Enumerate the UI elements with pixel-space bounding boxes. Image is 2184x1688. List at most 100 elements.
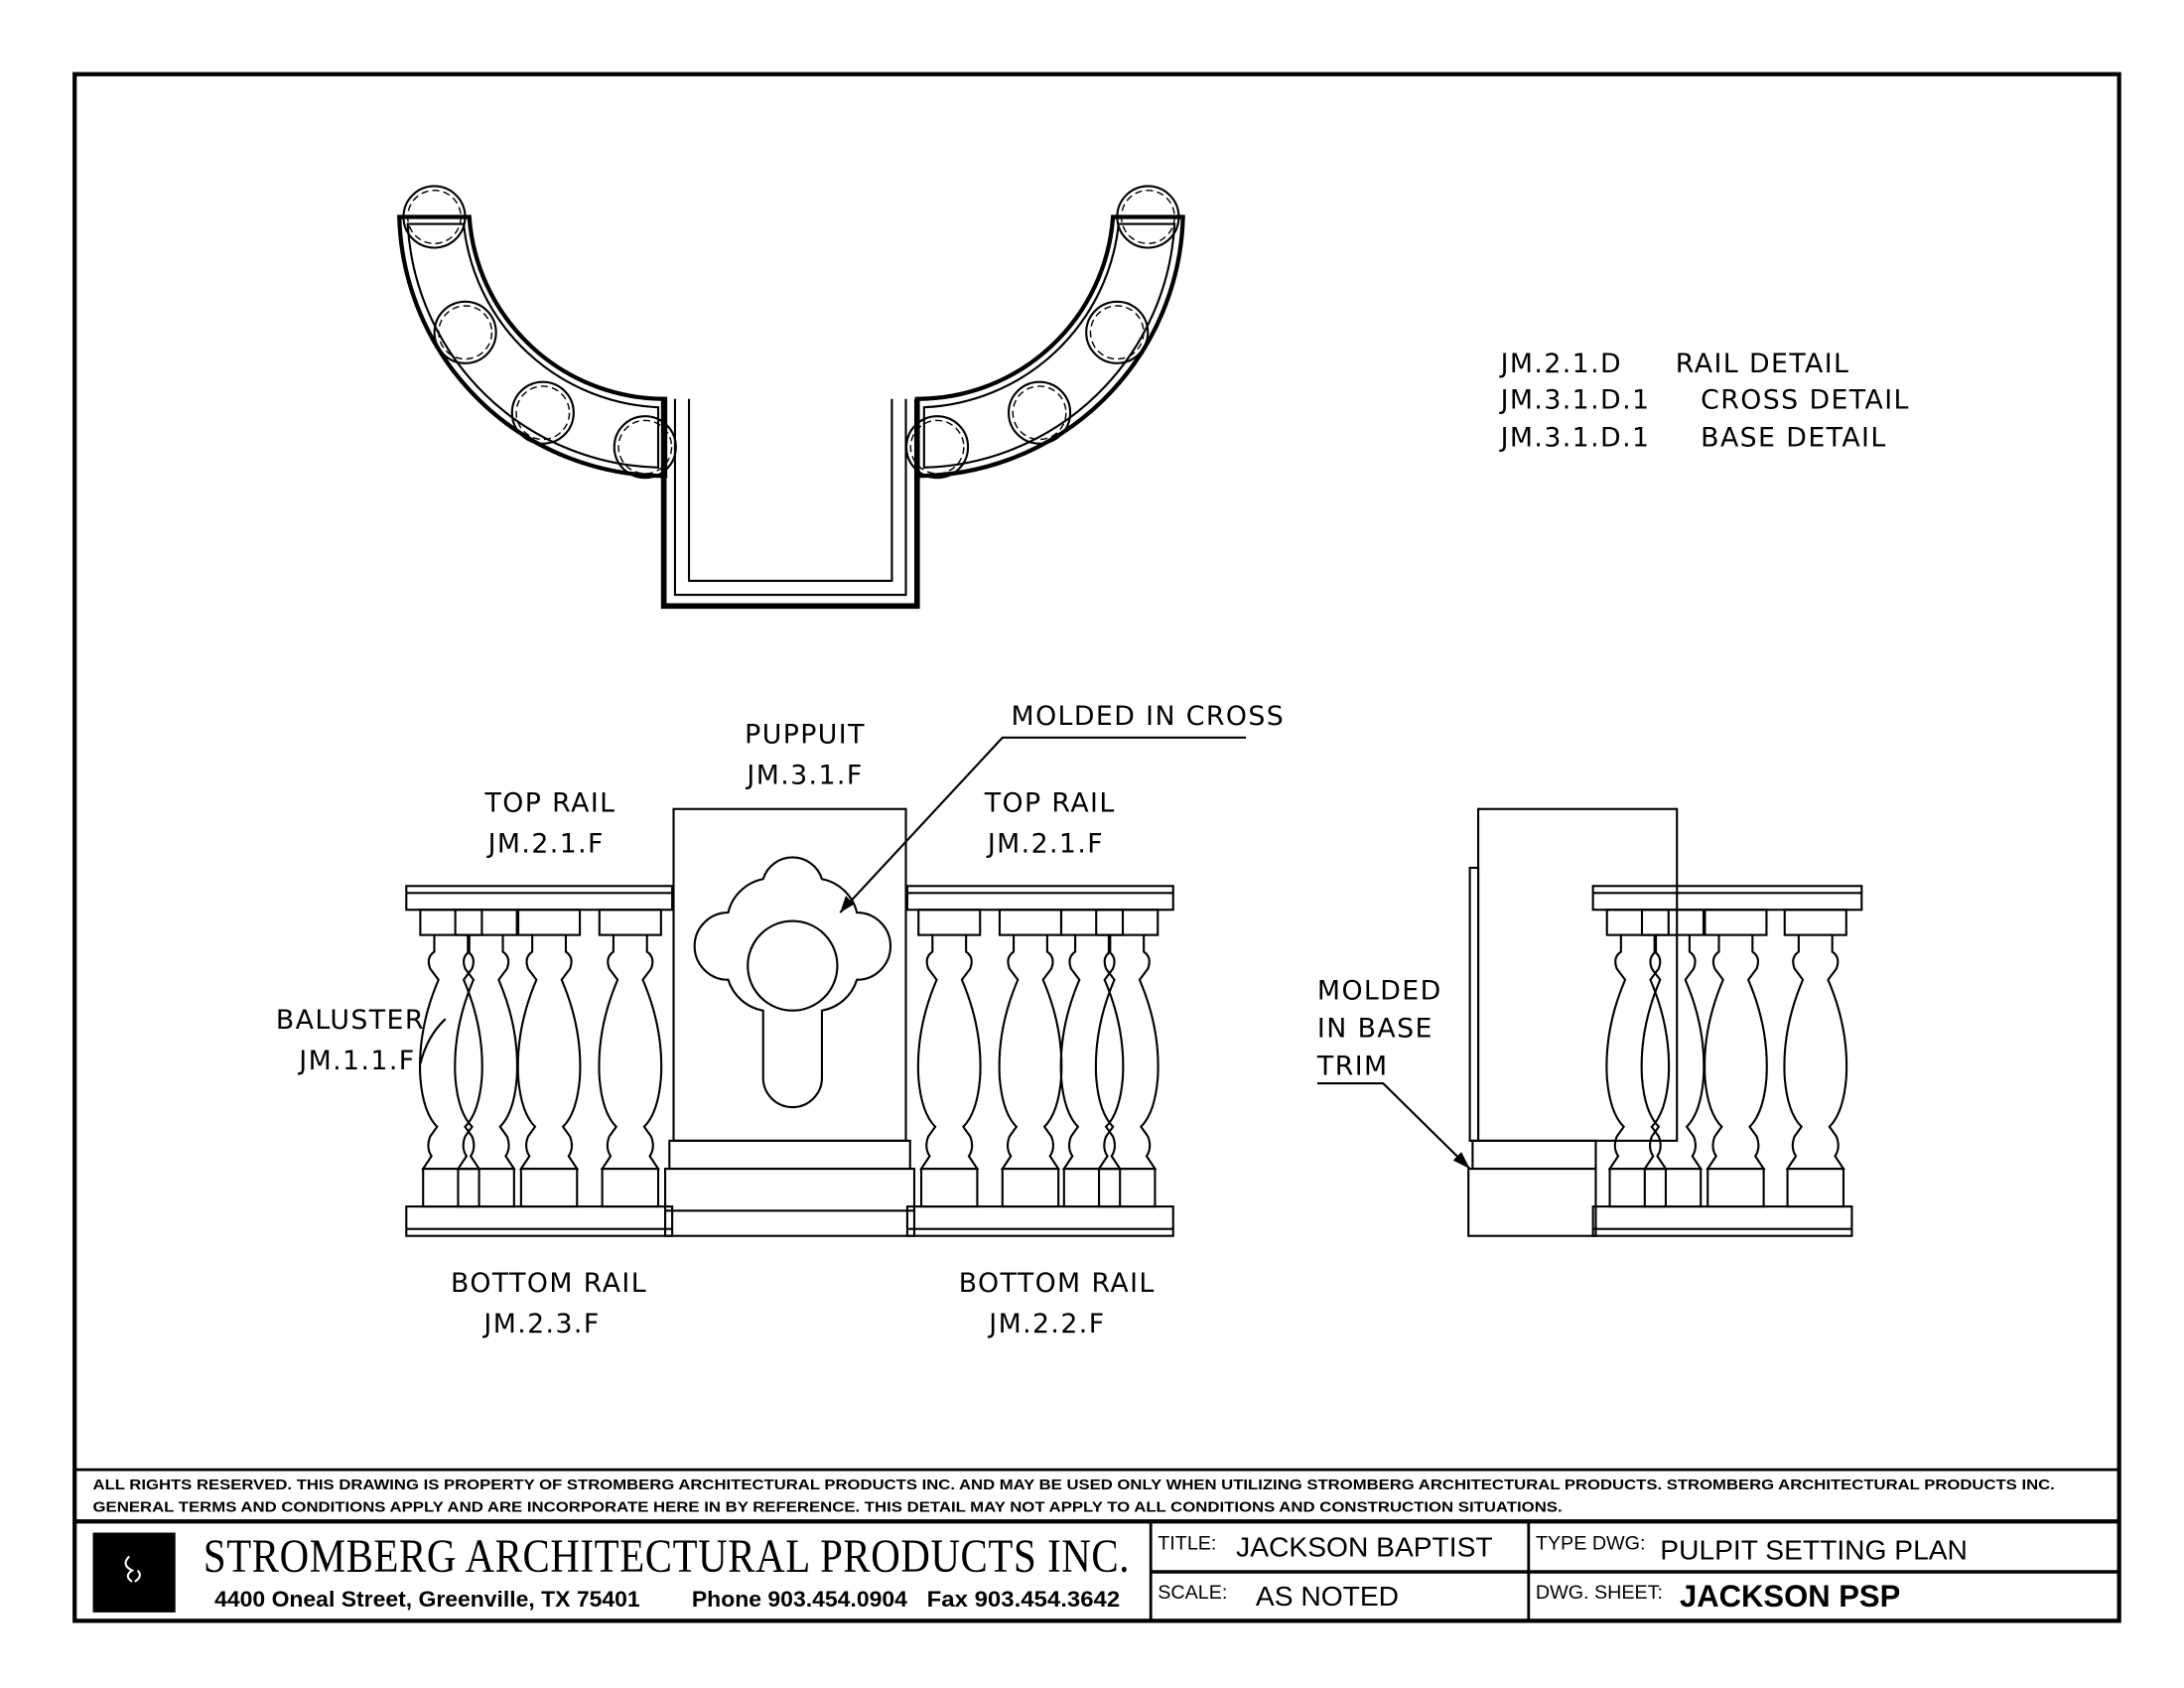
- scale-label: SCALE:: [1158, 1582, 1227, 1604]
- sheet-border: [72, 71, 2121, 1623]
- baluster-base: [919, 1167, 979, 1208]
- ref-code: JM.3.1.D.1: [1499, 385, 1651, 416]
- baluster-base: [1706, 1167, 1765, 1208]
- baluster-cap: [454, 909, 518, 936]
- baluster-cap: [419, 909, 483, 936]
- baluster-base: [457, 1167, 515, 1208]
- reference-list: JM.2.1.D RAIL DETAIL JM.3.1.D.1 CROSS DE…: [1499, 349, 1910, 454]
- base-trim-label: IN BASE: [1317, 1014, 1433, 1045]
- plan-baluster-inner: [617, 419, 673, 475]
- plan-baluster: [510, 380, 575, 445]
- baluster-body: [1640, 934, 1706, 1171]
- baluster-body: [1605, 934, 1671, 1171]
- baluster: [998, 909, 1063, 1208]
- baluster-base: [1643, 1167, 1703, 1208]
- baluster-body: [916, 934, 982, 1171]
- pulpit-code: JM.3.1.F: [745, 760, 863, 790]
- baluster: [1640, 909, 1706, 1208]
- annotations: PUPPUIT JM.3.1.F MOLDED IN CROSS TOP RAI…: [276, 701, 1471, 1339]
- company-phone: Phone 903.454.0904: [692, 1587, 908, 1612]
- title-label: TITLE:: [1158, 1532, 1216, 1554]
- baluster: [598, 909, 663, 1208]
- plan-baluster-inner: [406, 190, 462, 244]
- plan-baluster: [905, 415, 970, 480]
- plan-baluster-inner: [515, 385, 571, 441]
- baluster-body: [998, 934, 1063, 1171]
- plan-baluster: [613, 415, 677, 480]
- ref-code: JM.2.1.D: [1499, 349, 1622, 379]
- plan-baluster: [1007, 380, 1072, 445]
- baluster-base: [1608, 1167, 1668, 1208]
- plan-baluster-inner: [438, 305, 493, 360]
- baluster-base: [1001, 1167, 1060, 1208]
- baluster: [454, 909, 519, 1208]
- baluster-base: [1097, 1167, 1157, 1208]
- plan-baluster-inner: [909, 419, 965, 475]
- baluster-cap: [1605, 909, 1670, 936]
- baluster-base: [1062, 1167, 1122, 1208]
- baluster: [516, 909, 582, 1208]
- baluster-base: [519, 1167, 579, 1208]
- type-dwg-value: PULPIT SETTING PLAN: [1660, 1533, 1968, 1565]
- baluster-body: [1783, 934, 1848, 1171]
- top-rail-right-label: TOP RAIL: [984, 788, 1116, 819]
- cross-icon: [693, 856, 892, 1108]
- notice-line-2: GENERAL TERMS AND CONDITIONS APPLY AND A…: [93, 1499, 1563, 1515]
- baluster-cap: [998, 909, 1063, 936]
- ref-desc: RAIL DETAIL: [1676, 349, 1850, 379]
- plan-baluster: [433, 300, 497, 364]
- bottom-rail-right-code: JM.2.2.F: [987, 1309, 1105, 1339]
- bottom-rail-left-code: JM.2.3.F: [481, 1309, 600, 1339]
- plan-baluster-inner: [1120, 190, 1175, 244]
- front-elevation: [405, 807, 1174, 1237]
- plan-baluster: [1085, 300, 1150, 364]
- ref-desc: CROSS DETAIL: [1701, 385, 1910, 416]
- baluster-body: [516, 934, 582, 1171]
- scale-value: AS NOTED: [1256, 1580, 1399, 1612]
- baluster: [1059, 909, 1125, 1208]
- title-value: JACKSON BAPTIST: [1236, 1530, 1492, 1562]
- baluster-body: [1704, 934, 1768, 1171]
- top-rail-right-code: JM.2.1.F: [986, 828, 1104, 859]
- plan-baluster: [402, 185, 467, 249]
- base-trim-label: MOLDED: [1317, 975, 1442, 1006]
- baluster: [1605, 909, 1671, 1208]
- notice-line-1: ALL RIGHTS RESERVED. THIS DRAWING IS PRO…: [93, 1477, 2055, 1493]
- dwg-sheet-label: DWG. SHEET:: [1536, 1582, 1663, 1604]
- molded-cross-label: MOLDED IN CROSS: [1012, 701, 1286, 732]
- company-fax: Fax 903.454.3642: [927, 1587, 1121, 1612]
- base-trim-label: TRIM: [1316, 1052, 1389, 1082]
- baluster: [1704, 909, 1768, 1208]
- company-name: STROMBERG ARCHITECTURAL PRODUCTS INC.: [204, 1530, 1130, 1583]
- baluster-cap: [1704, 909, 1768, 936]
- type-dwg-label: TYPE DWG:: [1536, 1532, 1646, 1554]
- bottom-rail-left-label: BOTTOM RAIL: [451, 1268, 647, 1299]
- baluster-base: [601, 1167, 660, 1208]
- side-elevation: [1467, 807, 1863, 1237]
- baluster-body: [1059, 934, 1125, 1171]
- baluster-cap: [598, 909, 662, 936]
- baluster-body: [419, 934, 483, 1171]
- dwg-sheet-value: JACKSON PSP: [1680, 1579, 1900, 1614]
- baluster-label: BALUSTER: [276, 1005, 425, 1036]
- company-address: 4400 Oneal Street, Greenville, TX 75401: [214, 1587, 640, 1612]
- baluster-base: [1786, 1167, 1845, 1208]
- baluster-cap: [1095, 909, 1160, 936]
- title-block: ALL RIGHTS RESERVED. THIS DRAWING IS PRO…: [74, 1468, 2119, 1621]
- baluster: [1094, 909, 1160, 1208]
- baluster-cap: [917, 909, 982, 936]
- plan-view: [397, 185, 1185, 610]
- baluster: [916, 909, 982, 1208]
- plan-baluster-inner: [1012, 385, 1067, 441]
- baluster: [419, 909, 483, 1208]
- ref-desc: BASE DETAIL: [1701, 423, 1886, 454]
- company-logo: [92, 1532, 176, 1613]
- plan-baluster: [1116, 185, 1180, 249]
- baluster-cap: [1783, 909, 1847, 936]
- baluster-body: [454, 934, 519, 1171]
- baluster-body: [1094, 934, 1160, 1171]
- baluster-cap: [1640, 909, 1706, 936]
- top-rail-left-code: JM.2.1.F: [486, 828, 605, 859]
- baluster-cap: [1059, 909, 1125, 936]
